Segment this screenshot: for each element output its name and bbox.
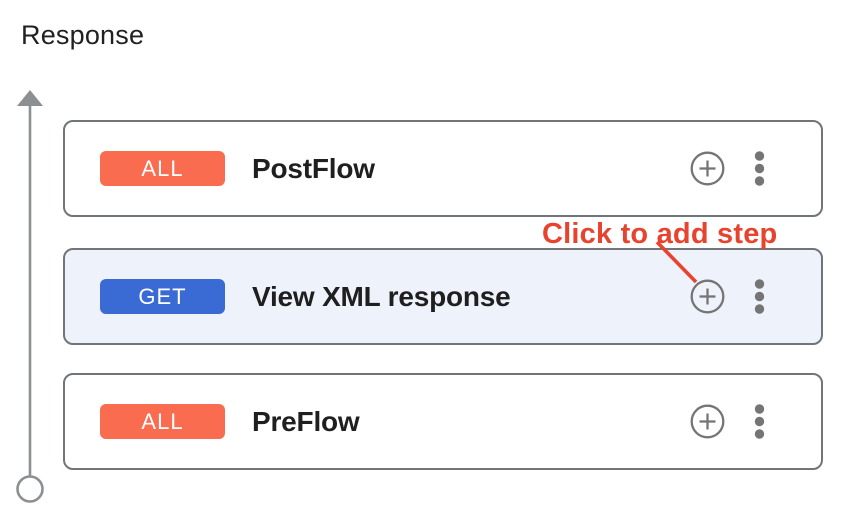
card-actions: [690, 404, 765, 439]
card-actions: [690, 151, 765, 186]
more-options-icon: [754, 279, 765, 314]
flow-card-label: View XML response: [252, 280, 511, 312]
flow-card-label: PreFlow: [252, 405, 360, 437]
add-step-button[interactable]: [690, 404, 725, 439]
flow-card-preflow[interactable]: ALL PreFlow: [63, 373, 823, 470]
add-step-icon: [690, 279, 725, 314]
method-badge: GET: [100, 279, 225, 314]
add-step-button[interactable]: [690, 279, 725, 314]
arrowhead-up-icon: [17, 90, 43, 106]
flow-card-postflow[interactable]: ALL PostFlow: [63, 120, 823, 217]
card-actions: [690, 279, 765, 314]
flow-card-label: PostFlow: [252, 152, 375, 184]
more-options-button[interactable]: [754, 279, 765, 314]
more-options-icon: [754, 151, 765, 186]
add-step-icon: [690, 151, 725, 186]
add-step-button[interactable]: [690, 151, 725, 186]
method-badge: ALL: [100, 404, 225, 439]
flow-direction-arrow: [16, 90, 44, 503]
more-options-button[interactable]: [754, 151, 765, 186]
add-step-icon: [690, 404, 725, 439]
more-options-button[interactable]: [754, 404, 765, 439]
flow-card-view-xml-response[interactable]: GET View XML response: [63, 248, 823, 345]
annotation-text: Click to add step: [542, 218, 778, 250]
method-badge: ALL: [100, 151, 225, 186]
flow-start-circle-icon: [16, 475, 44, 503]
page-title: Response: [21, 20, 145, 50]
more-options-icon: [754, 404, 765, 439]
